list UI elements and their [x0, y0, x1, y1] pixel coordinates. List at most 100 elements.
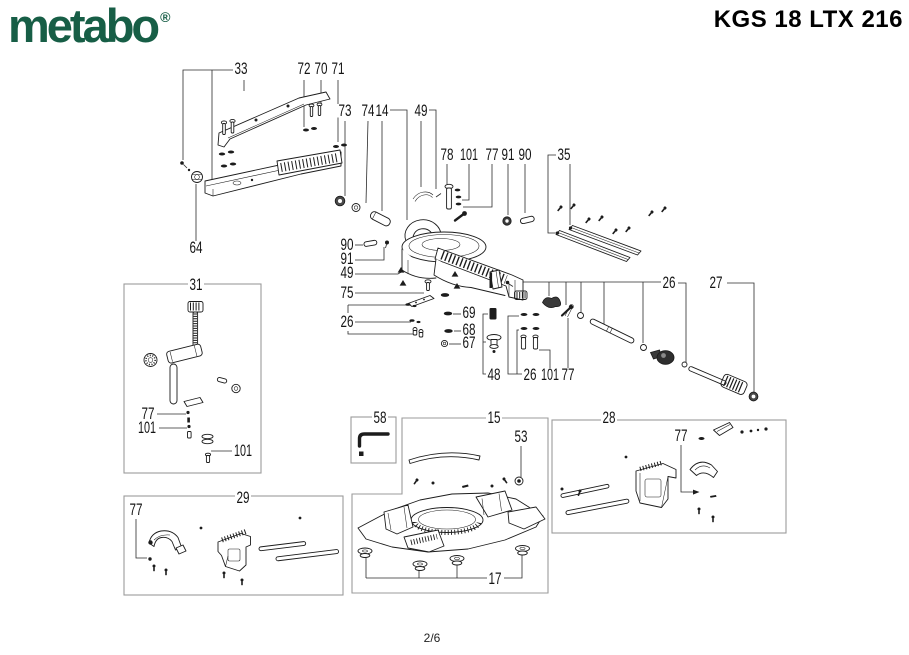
- fence-assembly-drawing: [204, 91, 347, 197]
- part-label-75: 75: [341, 284, 354, 302]
- box-28: [551, 419, 787, 534]
- model-title: KGS 18 LTX 216: [713, 6, 903, 33]
- part-label-77: 77: [486, 146, 499, 164]
- part-label-101: 101: [541, 366, 559, 384]
- part-label-15: 15: [488, 409, 501, 427]
- registered-trademark-icon: ®: [160, 9, 171, 25]
- part-label-bg: [232, 444, 254, 458]
- part-label-bg: [461, 323, 477, 337]
- part-label-bg: [296, 62, 312, 76]
- side-rails-35-drawing: [555, 202, 668, 262]
- part-label-29: 29: [237, 489, 250, 507]
- part-label-33: 33: [235, 60, 248, 78]
- part-label-71: 71: [332, 60, 345, 78]
- part-label-bg: [413, 104, 429, 118]
- part-label-49: 49: [415, 102, 428, 120]
- part-label-bg: [439, 148, 455, 162]
- part-label-bg: [461, 306, 477, 320]
- part-label-bg: [458, 148, 480, 162]
- part-label-bg: [330, 62, 346, 76]
- part-label-bg: [233, 62, 249, 76]
- part-label-bg: [136, 421, 158, 435]
- part-label-28: 28: [603, 409, 616, 427]
- part-label-bg: [188, 278, 204, 292]
- part-label-74: 74: [362, 102, 375, 120]
- part-label-bg: [517, 148, 533, 162]
- part-label-bg: [673, 429, 689, 443]
- part-label-bg: [513, 430, 529, 444]
- part-label-58: 58: [374, 409, 387, 427]
- part-label-bg: [339, 238, 355, 252]
- part-label-bg: [372, 411, 388, 425]
- material-clamp-31-drawing: [143, 301, 241, 463]
- part-label-78: 78: [441, 146, 454, 164]
- part-label-77: 77: [562, 366, 575, 384]
- part-label-bg: [337, 104, 353, 118]
- part-label-bg: [601, 411, 617, 425]
- part-label-bg: [486, 411, 502, 425]
- part-label-bg: [188, 241, 204, 255]
- part-label-bg: [556, 148, 572, 162]
- hinge-hardware-drawing: [334, 191, 442, 227]
- part-label-31: 31: [190, 276, 203, 294]
- part-label-35: 35: [558, 146, 571, 164]
- part-label-bg: [313, 62, 329, 76]
- part-label-26: 26: [524, 366, 537, 384]
- part-label-bg: [661, 276, 677, 290]
- part-label-bg: [128, 503, 144, 517]
- part-label-64: 64: [190, 239, 203, 257]
- part-label-bg: [360, 104, 376, 118]
- part-label-90: 90: [341, 236, 354, 254]
- part-label-bg: [487, 572, 503, 586]
- part-label-101: 101: [234, 442, 252, 460]
- extension-support-28-drawing: [560, 422, 768, 523]
- part-label-14: 14: [376, 102, 389, 120]
- part-label-bg: [484, 148, 500, 162]
- part-label-bg: [140, 407, 156, 421]
- part-label-91: 91: [502, 146, 515, 164]
- metabo-wordmark: metabo: [8, 0, 160, 52]
- part-label-69: 69: [463, 304, 476, 322]
- part-label-27: 27: [710, 274, 723, 292]
- page-number: 2/6: [423, 631, 441, 645]
- part-label-bg: [486, 368, 502, 382]
- part-label-73: 73: [339, 102, 352, 120]
- part-label-17: 17: [489, 570, 502, 588]
- part-label-bg: [500, 148, 516, 162]
- part-label-bg: [522, 368, 538, 382]
- allen-key-58-drawing: [357, 432, 390, 456]
- depth-stop-48-drawing: [486, 308, 502, 353]
- part-label-91: 91: [341, 250, 354, 268]
- part-label-bg: [539, 368, 561, 382]
- part-label-bg: [374, 104, 390, 118]
- depth-stop-hardware-drawing: [444, 183, 535, 226]
- part-label-bg: [339, 252, 355, 266]
- part-label-bg: [708, 276, 724, 290]
- part-label-90: 90: [519, 146, 532, 164]
- stop-screws-drawing: [520, 304, 574, 350]
- base-assembly-15-drawing: [357, 452, 546, 571]
- part-label-68: 68: [463, 321, 476, 339]
- part-label-70: 70: [315, 60, 328, 78]
- part-label-67: 67: [463, 334, 476, 352]
- part-label-26: 26: [663, 274, 676, 292]
- part-label-bg: [560, 368, 576, 382]
- pivot-bolt-64-drawing: [180, 161, 203, 183]
- box-29: [123, 495, 344, 596]
- part-label-101: 101: [460, 146, 478, 164]
- part-label-bg: [339, 315, 355, 329]
- part-label-bg: [339, 266, 355, 280]
- part-label-bg: [235, 491, 251, 505]
- clamp-rod-26-drawing: [489, 269, 688, 368]
- part-label-72: 72: [298, 60, 311, 78]
- part-label-48: 48: [488, 366, 501, 384]
- metabo-logo: metabo®: [8, 0, 171, 53]
- part-label-101: 101: [138, 419, 156, 437]
- part-label-49: 49: [341, 264, 354, 282]
- table-insert-screws-drawing: [405, 293, 453, 348]
- part-label-bg: [339, 286, 355, 300]
- leader-lines: [135, 69, 755, 579]
